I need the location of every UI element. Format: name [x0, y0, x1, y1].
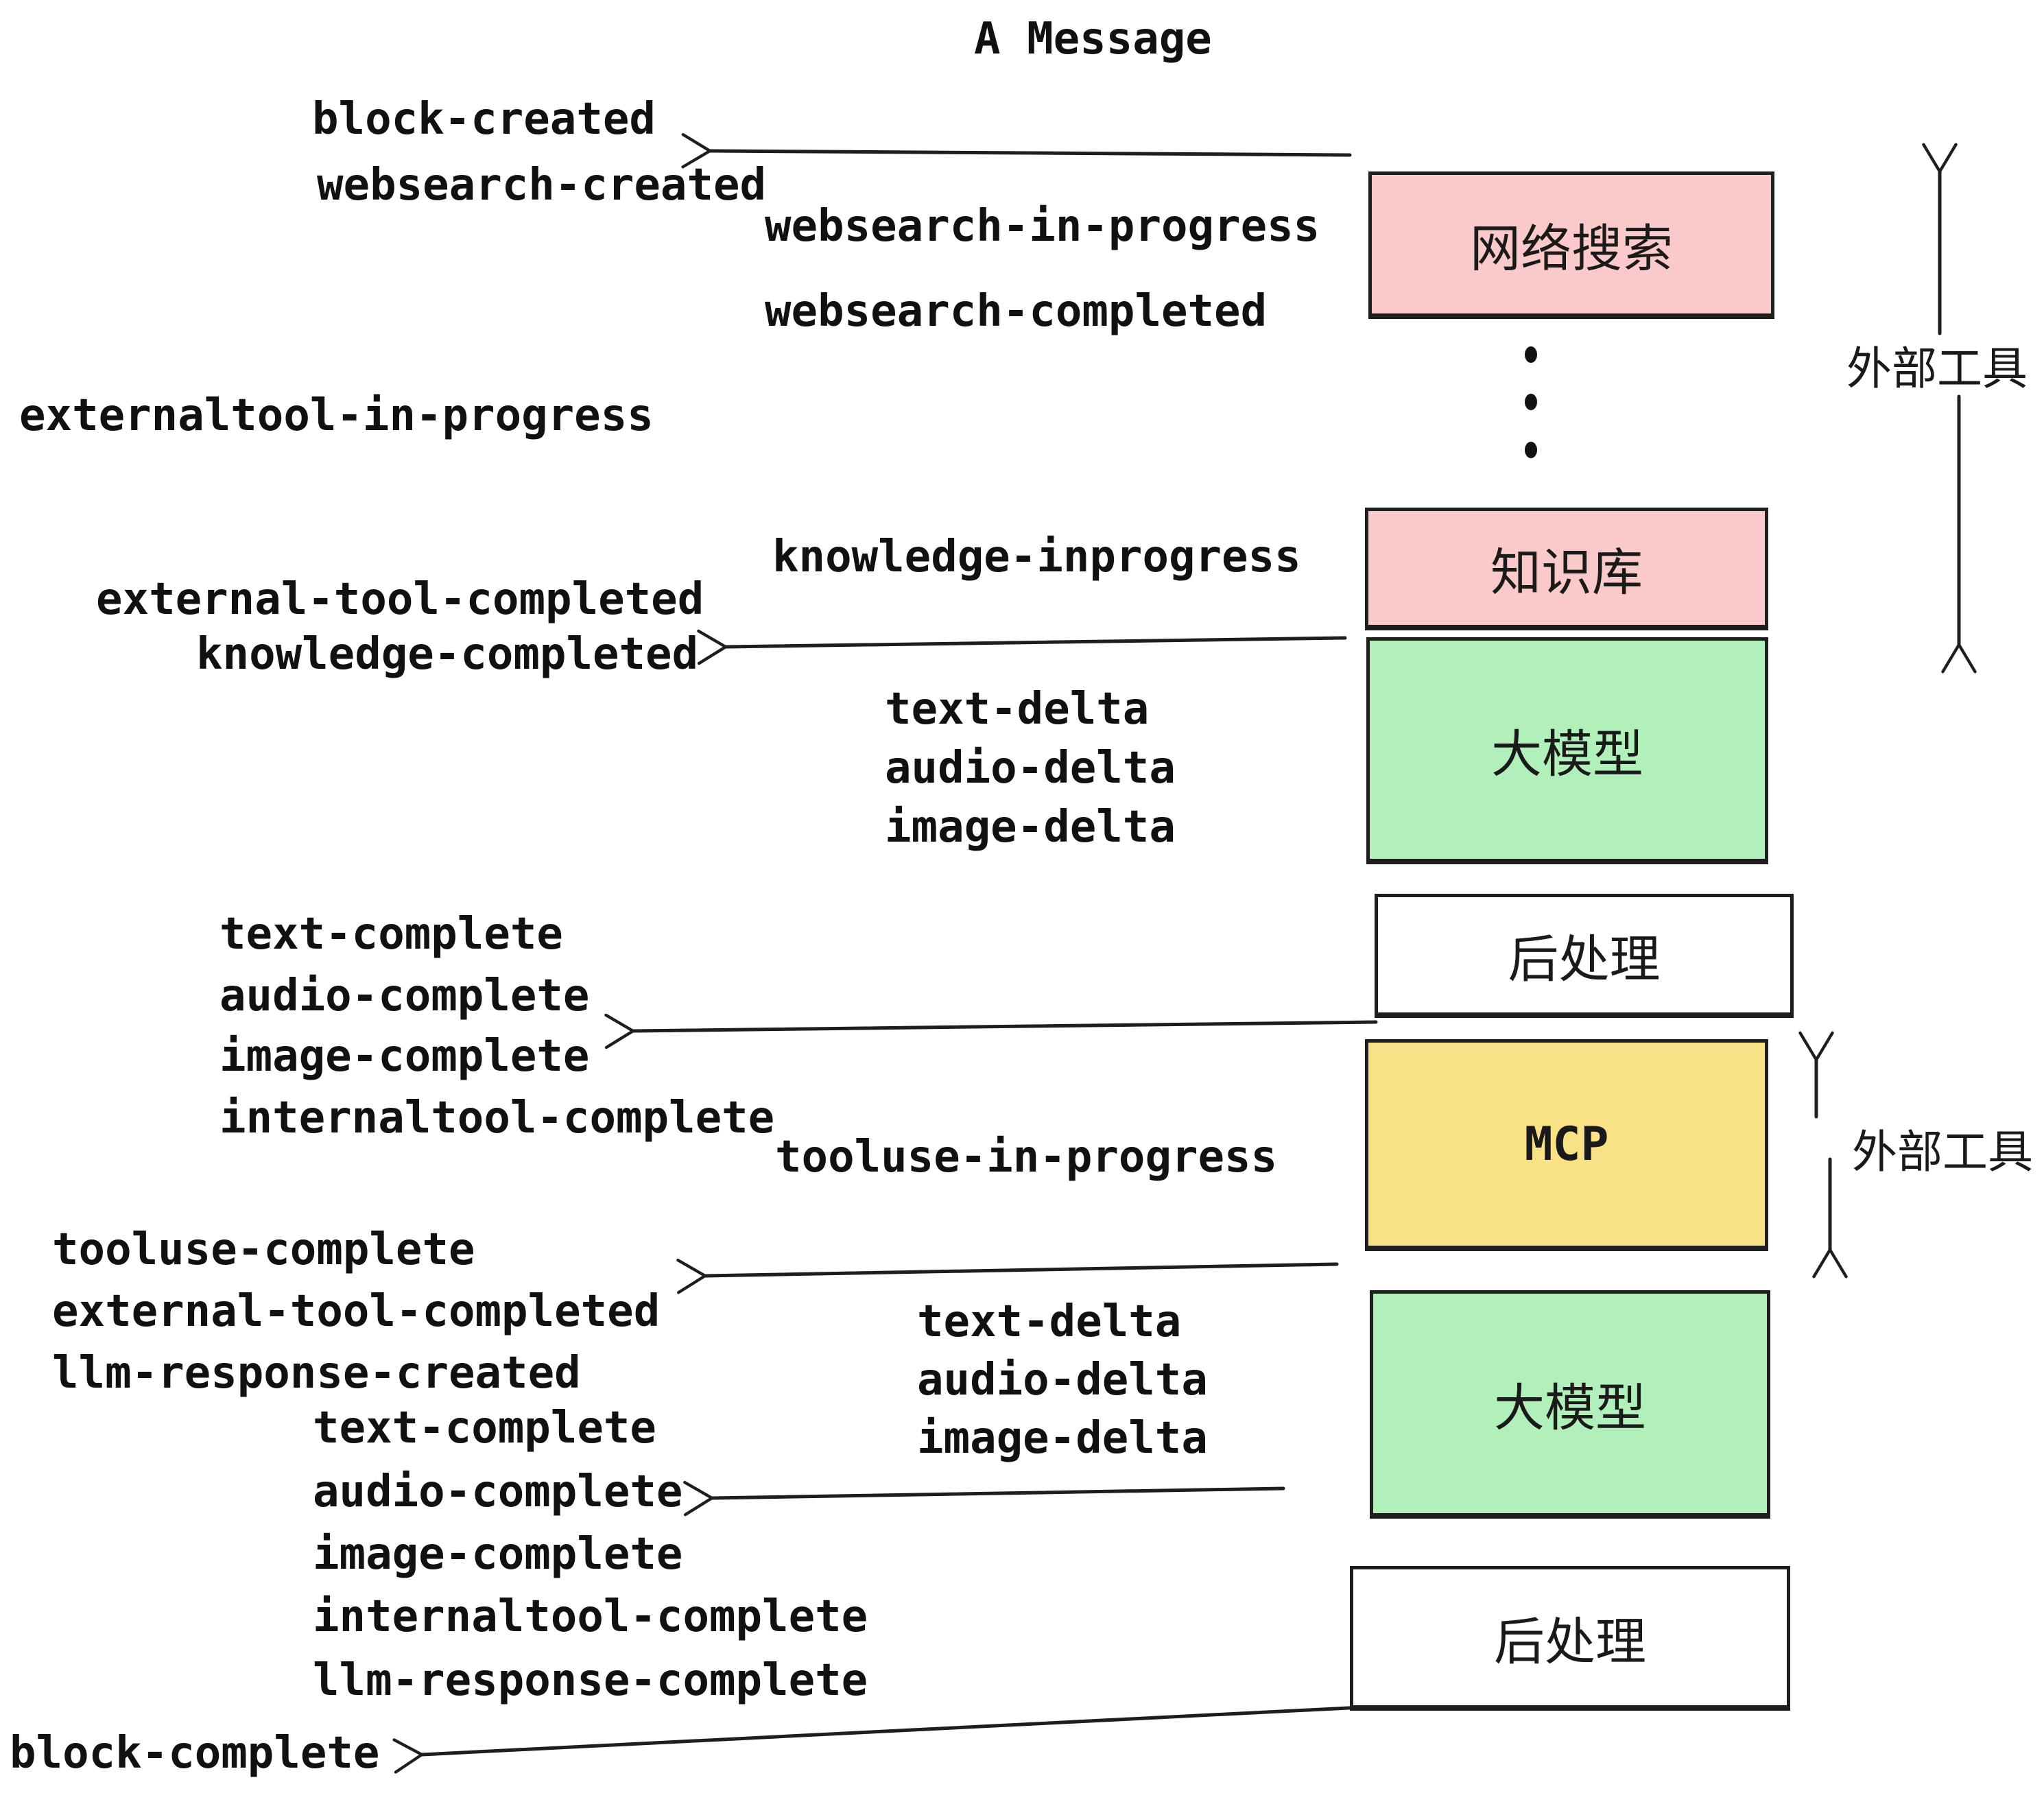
event-external-tool-completed-1: external-tool-completed [96, 574, 704, 625]
llm-box-2: 大模型 [1370, 1290, 1770, 1517]
event-internaltool-complete-2: internaltool-complete [313, 1591, 868, 1642]
event-text-complete-2: text-complete [313, 1403, 656, 1453]
event-block-complete: block-complete [10, 1728, 380, 1779]
event-image-delta-2: image-delta [917, 1413, 1208, 1464]
ellipsis-dot [1525, 346, 1537, 363]
event-text-delta-1: text-delta [885, 684, 1150, 735]
event-websearch-created: websearch-created [317, 160, 767, 211]
event-external-tool-completed-2: external-tool-completed [52, 1286, 661, 1337]
event-knowledge-inprogress: knowledge-inprogress [772, 532, 1301, 582]
arrow-post1-to-image-complete [604, 1013, 1378, 1049]
event-audio-complete-2: audio-complete [313, 1467, 683, 1517]
arrow-mcp-to-tooluse-complete [676, 1258, 1339, 1294]
llm-box-2-label: 大模型 [1494, 1378, 1646, 1438]
event-knowledge-completed: knowledge-completed [196, 629, 699, 680]
ellipsis-dot [1525, 394, 1537, 410]
event-text-delta-2: text-delta [917, 1296, 1182, 1347]
external-tools-label-upper: 外部工具 [1846, 342, 2028, 395]
event-audio-delta-2: audio-delta [917, 1355, 1208, 1405]
websearch-box: 网络搜索 [1368, 171, 1774, 317]
knowledge-box-label: 知识库 [1490, 543, 1643, 602]
event-audio-complete-1: audio-complete [219, 971, 590, 1021]
event-image-complete-1: image-complete [219, 1031, 590, 1082]
event-websearch-completed: websearch-completed [765, 286, 1268, 337]
event-tooluse-in-progress: tooluse-in-progress [775, 1132, 1278, 1183]
diagram-title: A Message [974, 14, 1212, 64]
postprocess-box-2-label: 后处理 [1494, 1612, 1646, 1672]
llm-box-1: 大模型 [1366, 637, 1768, 862]
event-externaltool-in-progress: externaltool-in-progress [19, 390, 654, 441]
external-tools-label-lower: 外部工具 [1852, 1126, 2033, 1178]
event-llm-response-created: llm-response-created [52, 1348, 581, 1399]
mcp-box-label: MCP [1524, 1117, 1609, 1172]
arrow-websearch-to-block-created [681, 133, 1352, 169]
event-tooluse-complete: tooluse-complete [52, 1224, 475, 1275]
event-image-delta-1: image-delta [885, 802, 1176, 853]
arrow-post2-to-block-complete [392, 1705, 1378, 1774]
arrow-llm1-to-knowledge-completed [697, 629, 1347, 665]
knowledge-box: 知识库 [1365, 508, 1768, 628]
arrow-llm2-to-audio-complete [683, 1480, 1285, 1517]
llm-box-1-label: 大模型 [1491, 724, 1643, 784]
postprocess-box-1: 后处理 [1375, 894, 1794, 1016]
event-block-created: block-created [312, 94, 656, 145]
ellipsis-dot [1525, 442, 1537, 458]
event-websearch-in-progress: websearch-in-progress [765, 201, 1320, 252]
event-text-complete-1: text-complete [219, 909, 563, 960]
postprocess-box-1-label: 后处理 [1508, 929, 1661, 989]
event-audio-delta-1: audio-delta [885, 743, 1176, 794]
event-image-complete-2: image-complete [313, 1529, 683, 1580]
postprocess-box-2: 后处理 [1350, 1566, 1790, 1709]
event-llm-response-complete: llm-response-complete [313, 1655, 868, 1706]
websearch-box-label: 网络搜索 [1470, 219, 1673, 278]
mcp-box: MCP [1365, 1039, 1768, 1249]
vertical-ellipsis [1525, 346, 1537, 458]
event-internaltool-complete-1: internaltool-complete [219, 1093, 775, 1143]
